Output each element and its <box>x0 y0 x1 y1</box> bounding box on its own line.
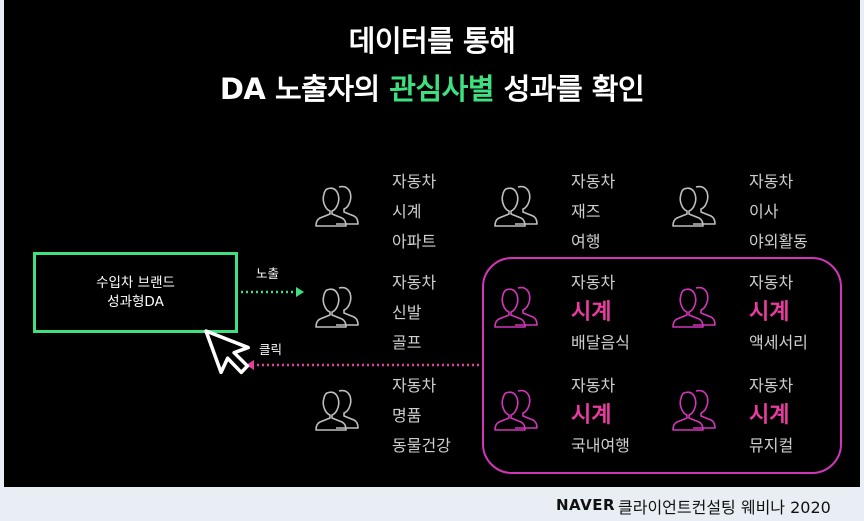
interest-2: 시계 <box>571 403 612 428</box>
title-suffix: 성과를 확인 <box>494 72 645 106</box>
mouse-pointer-icon <box>204 329 250 375</box>
interest-3: 국내여행 <box>571 436 630 455</box>
interest-3: 골프 <box>392 333 422 352</box>
interest-1: 자동차 <box>392 172 437 191</box>
people-pair-icon <box>491 278 541 328</box>
interest-2: 시계 <box>749 403 790 428</box>
people-pair-icon <box>491 381 541 431</box>
exposure-label: 노출 <box>256 266 280 281</box>
interest-2: 재즈 <box>571 202 601 221</box>
interest-2: 시계 <box>749 300 790 325</box>
naver-logo: NAVER <box>556 496 616 514</box>
ad-box-line-1: 수입차 브랜드 <box>96 274 175 291</box>
interest-1: 자동차 <box>749 273 794 292</box>
people-pair-icon <box>312 177 362 227</box>
interest-1: 자동차 <box>571 273 616 292</box>
interest-2: 시계 <box>571 300 612 325</box>
interest-3: 뮤지컬 <box>749 436 794 455</box>
interest-1: 자동차 <box>571 172 616 191</box>
interest-3: 배달음식 <box>571 333 630 352</box>
interest-2: 신발 <box>392 303 422 322</box>
people-pair-icon <box>669 381 719 431</box>
people-pair-icon <box>312 381 362 431</box>
interest-3: 야외활동 <box>749 232 808 251</box>
interest-2: 시계 <box>392 202 422 221</box>
interest-3: 아파트 <box>392 232 437 251</box>
ad-box: 수입차 브랜드 성과형DA <box>33 252 238 333</box>
interest-1: 자동차 <box>749 376 794 395</box>
interest-1: 자동차 <box>392 273 437 292</box>
people-pair-icon <box>491 177 541 227</box>
exposure-arrow-head <box>296 287 304 297</box>
arrows <box>204 287 479 375</box>
title-prefix: DA 노출자의 <box>219 72 390 106</box>
interest-3: 동물건강 <box>392 436 451 455</box>
interest-2: 명품 <box>392 406 422 425</box>
interest-1: 자동차 <box>571 376 616 395</box>
title-line-1: 데이터를 통해 <box>348 24 516 58</box>
interest-1: 자동차 <box>749 172 794 191</box>
interest-3: 액세서리 <box>749 333 808 352</box>
title-highlight: 관심사별 <box>389 72 495 106</box>
interest-1: 자동차 <box>392 376 437 395</box>
people-pair-icon <box>312 278 362 328</box>
ad-box-line-2: 성과형DA <box>107 293 164 310</box>
interest-2: 이사 <box>749 202 779 221</box>
title-line-2: DA 노출자의 관심사별 성과를 확인 <box>4 66 860 108</box>
click-label: 클릭 <box>259 342 283 357</box>
slide: 데이터를 통해 DA 노출자의 관심사별 성과를 확인 수입차 브랜드 성과형D… <box>4 0 860 487</box>
footer-text: 클라이언트컨설팅 웨비나 2020 <box>618 498 831 517</box>
people-pair-icon <box>669 177 719 227</box>
people-pair-icon <box>669 278 719 328</box>
click-arrow-head <box>246 360 254 370</box>
highlight-group <box>482 257 842 474</box>
interest-3: 여행 <box>571 232 601 251</box>
